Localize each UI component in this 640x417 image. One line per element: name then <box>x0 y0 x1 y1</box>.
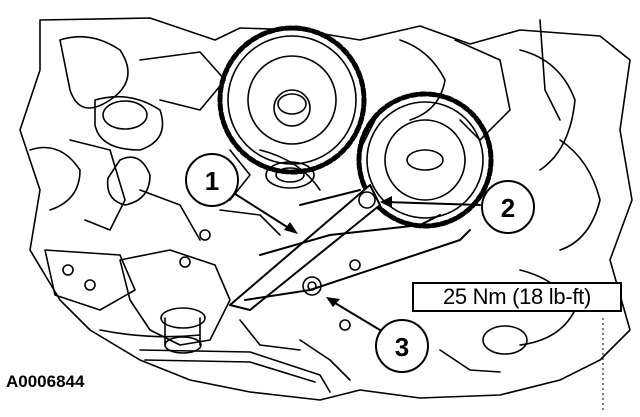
callout-2-circle <box>481 180 535 234</box>
leader-2 <box>384 201 481 206</box>
callout-leaders <box>231 191 481 331</box>
leader-arrowheads <box>284 196 392 307</box>
right-cam-gear <box>356 91 494 229</box>
callout-3-circle <box>375 319 429 373</box>
engine-block <box>19 17 633 401</box>
figure-id: A0006844 <box>6 372 85 391</box>
leader-3 <box>329 299 381 331</box>
callout-2-label: 2 <box>501 193 515 223</box>
upper-cam-gear <box>217 25 367 175</box>
lower-bolt <box>302 276 322 296</box>
leader-1 <box>231 191 296 233</box>
torque-spec-label: 25 Nm (18 lb-ft) <box>412 282 622 312</box>
callout-1-label: 1 <box>205 166 219 196</box>
oil-pump <box>119 249 331 393</box>
upper-bolt <box>358 191 376 209</box>
callout-1-circle <box>185 153 239 207</box>
lower-bolt-center <box>307 281 317 291</box>
callout-3-label: 3 <box>395 332 409 362</box>
tensioner-arm <box>229 184 471 311</box>
